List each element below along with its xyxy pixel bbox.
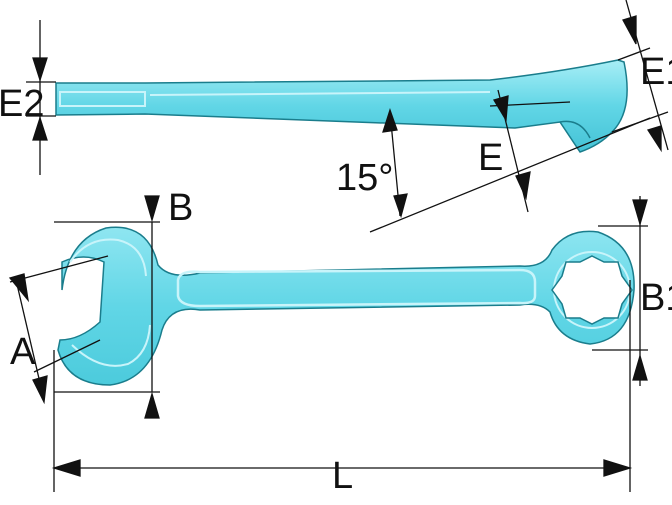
- dimension-b: [54, 195, 160, 419]
- dimension-e: [369, 89, 651, 233]
- label-e1: E1: [640, 51, 672, 93]
- label-b1: B1: [640, 277, 672, 319]
- label-l: L: [332, 455, 353, 497]
- label-e: E: [478, 137, 503, 179]
- wrench-top-view: [57, 226, 635, 386]
- dimension-e2: [26, 20, 56, 175]
- label-e2: E2: [0, 83, 44, 125]
- label-a: A: [10, 331, 36, 373]
- label-b: B: [168, 187, 193, 229]
- label-angle: 15°: [336, 157, 393, 199]
- dimension-angle: [382, 107, 408, 219]
- wrench-side-view: [55, 59, 628, 153]
- dimension-b1: [592, 196, 648, 386]
- dimension-a: [8, 255, 109, 405]
- dimension-l: [51, 280, 633, 492]
